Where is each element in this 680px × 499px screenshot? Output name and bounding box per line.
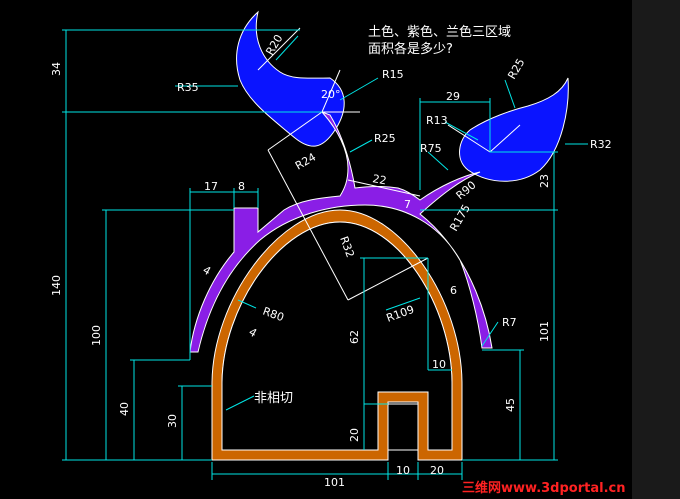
blue-region-right xyxy=(459,77,569,182)
label-r24: R24 xyxy=(293,151,318,173)
side-panel xyxy=(632,0,680,499)
dim-6: 6 xyxy=(450,284,457,297)
dim-17: 17 xyxy=(204,180,218,193)
dim-101-right: 101 xyxy=(538,321,551,342)
question-line-2: 面积各是多少? xyxy=(368,41,453,57)
dim-101-bottom: 101 xyxy=(324,476,345,489)
label-r7: R7 xyxy=(502,316,517,329)
slot xyxy=(387,403,419,451)
dim-20-bottom: 20 xyxy=(430,464,444,477)
watermark: 三维网www.3dportal.cn xyxy=(462,480,625,496)
dim-30: 30 xyxy=(166,414,179,428)
dim-29: 29 xyxy=(446,90,460,103)
dim-140: 140 xyxy=(50,275,63,296)
label-r75: R75 xyxy=(420,142,442,155)
arch-inner-void xyxy=(221,221,453,451)
blue-region-left xyxy=(236,10,345,147)
dim-62: 62 xyxy=(348,330,361,344)
dim-4a: 4 xyxy=(201,263,214,278)
dim-10: 10 xyxy=(432,358,446,371)
label-r25-mid: R25 xyxy=(374,132,396,145)
question-line-1: 土色、紫色、兰色三区域 xyxy=(368,24,511,40)
label-r175: R175 xyxy=(447,202,473,233)
construction-lines xyxy=(257,27,521,301)
dim-34: 34 xyxy=(50,62,63,76)
dim-20-vertical: 20 xyxy=(348,428,361,442)
dim-40: 40 xyxy=(118,402,131,416)
label-r25-top: R25 xyxy=(505,56,527,81)
dimension-lines xyxy=(62,29,588,480)
dim-10-bottom: 10 xyxy=(396,464,410,477)
dim-7: 7 xyxy=(404,198,411,211)
label-r13: R13 xyxy=(426,114,448,127)
label-nontangent: 非相切 xyxy=(254,391,293,406)
dim-22: 22 xyxy=(371,172,387,187)
label-angle-20: 20° xyxy=(321,88,341,101)
dim-23: 23 xyxy=(538,174,551,188)
purple-region xyxy=(189,111,493,353)
label-r15: R15 xyxy=(382,68,404,81)
label-r32-right: R32 xyxy=(590,138,612,151)
label-r35: R35 xyxy=(177,81,199,94)
dim-100: 100 xyxy=(90,325,103,346)
dim-45: 45 xyxy=(504,398,517,412)
dim-8: 8 xyxy=(238,180,245,193)
